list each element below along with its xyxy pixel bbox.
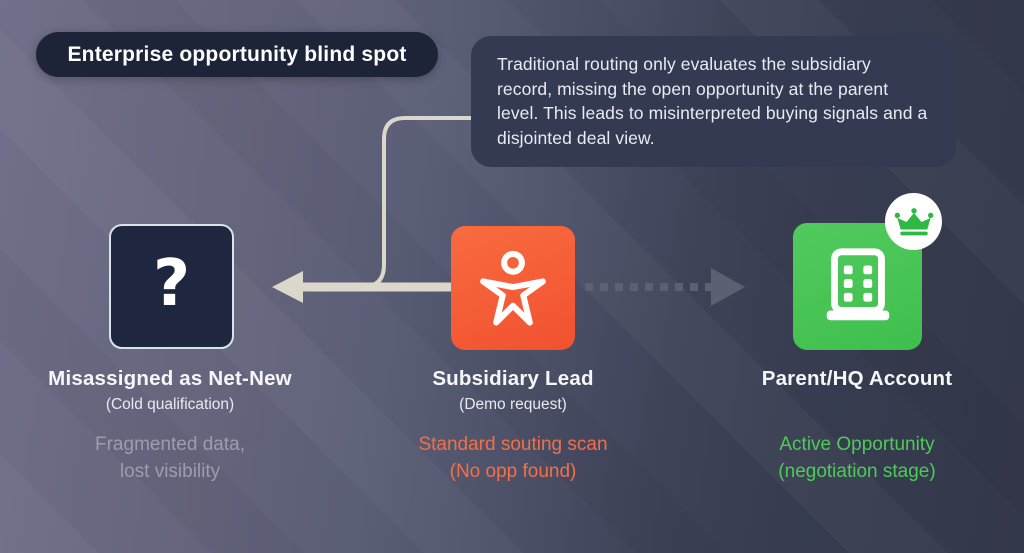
crown-icon xyxy=(894,207,933,235)
explanation-callout: Traditional routing only evaluates the s… xyxy=(471,36,956,167)
subsidiary-status: Standard souting scan (No opp found) xyxy=(418,434,608,482)
star-person-icon xyxy=(480,250,546,326)
explanation-callout-text: Traditional routing only evaluates the s… xyxy=(497,54,928,148)
title-badge: Enterprise opportunity blind spot xyxy=(36,32,438,77)
building-icon xyxy=(826,247,889,320)
subsidiary-subtitle: (Demo request) xyxy=(459,396,567,413)
subsidiary-title: Subsidiary Lead xyxy=(432,367,594,390)
parent-hq-title: Parent/HQ Account xyxy=(761,367,953,390)
subsidiary-lead-node-box xyxy=(451,226,575,350)
misassigned-node-box: ? xyxy=(109,224,234,349)
parent-hq-label-group: Parent/HQ Account Active Opportunity (ne… xyxy=(702,367,1012,485)
right-arrowhead-icon xyxy=(711,268,745,306)
crown-badge xyxy=(885,193,942,250)
misassigned-status: Fragmented data, lost visibility xyxy=(95,434,245,482)
misassigned-subtitle: (Cold qualification) xyxy=(105,396,235,413)
question-mark-icon: ? xyxy=(152,246,191,321)
parent-hq-subtitle xyxy=(702,396,1012,418)
left-arrowhead-icon xyxy=(272,271,303,303)
misassigned-title: Misassigned as Net-New xyxy=(48,367,292,390)
parent-hq-status: Active Opportunity (negotiation stage) xyxy=(778,434,936,482)
title-badge-label: Enterprise opportunity blind spot xyxy=(67,42,407,66)
misassigned-label-group: Misassigned as Net-New (Cold qualificati… xyxy=(15,367,325,485)
subsidiary-label-group: Subsidiary Lead (Demo request) Standard … xyxy=(358,367,668,485)
